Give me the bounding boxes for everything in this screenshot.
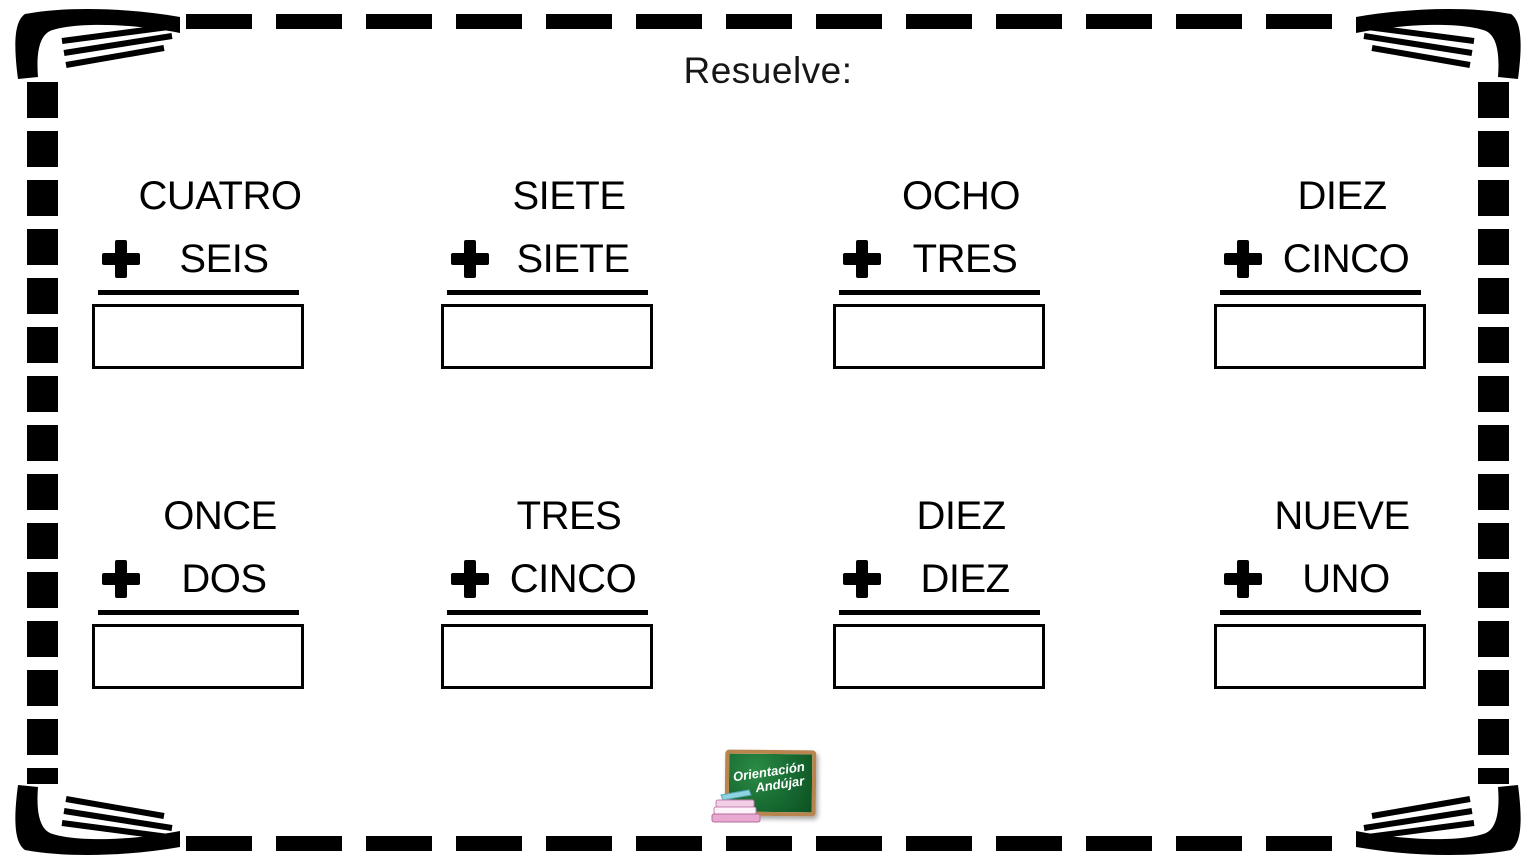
addend2-label: UNO [1302, 556, 1390, 601]
corner-flourish-top-left [15, 8, 180, 79]
sum-line [98, 290, 299, 295]
problem-card: NUEVE UNO [1214, 492, 1430, 689]
answer-box[interactable] [1214, 624, 1426, 689]
border-dashes-bottom [186, 836, 1350, 851]
plus-icon [451, 240, 489, 278]
addend2-label: CINCO [509, 556, 637, 601]
addend1-label: OCHO [902, 174, 1021, 218]
plus-icon [102, 560, 140, 598]
addend1-label: CUATRO [138, 174, 302, 218]
sum-line [839, 290, 1040, 295]
problem-card: TRES CINCO [441, 492, 657, 689]
problem-card: DIEZ DIEZ [833, 492, 1049, 689]
answer-box[interactable] [92, 624, 304, 689]
addend1-label: TRES [516, 494, 622, 538]
addend2-label: TRES [912, 236, 1018, 281]
sum-line [447, 610, 648, 615]
sum-line [1220, 290, 1421, 295]
addend1-label: ONCE [163, 494, 277, 538]
problem-card: OCHO TRES [833, 172, 1049, 369]
addend1-label: SIETE [512, 174, 626, 218]
plus-icon [1224, 240, 1262, 278]
worksheet-title: Resuelve: [683, 50, 853, 91]
answer-box[interactable] [441, 624, 653, 689]
border-dashes-left [27, 82, 58, 784]
addend2-label: DIEZ [920, 556, 1010, 601]
problem-card: SIETE SIETE [441, 172, 657, 369]
corner-flourish-bottom-right [1356, 785, 1521, 856]
logo-chalkboard: Orientación Andújar [711, 749, 817, 823]
answer-box[interactable] [441, 304, 653, 369]
books-icon [711, 789, 761, 823]
corner-flourish-bottom-left [15, 785, 180, 856]
addend2-label: SIETE [516, 236, 630, 281]
problem-card: CUATRO SEIS [92, 172, 308, 369]
addend2-label: CINCO [1282, 236, 1410, 281]
sum-line [447, 290, 648, 295]
corner-flourish-top-right [1356, 8, 1521, 79]
answer-box[interactable] [92, 304, 304, 369]
sum-line [1220, 610, 1421, 615]
addend2-label: DOS [181, 556, 267, 601]
plus-icon [843, 560, 881, 598]
addend1-label: DIEZ [916, 494, 1006, 538]
answer-box[interactable] [833, 624, 1045, 689]
problem-card: ONCE DOS [92, 492, 308, 689]
border-dashes-right [1478, 82, 1509, 784]
addend1-label: NUEVE [1274, 494, 1410, 538]
addend2-label: SEIS [179, 236, 269, 281]
plus-icon [102, 240, 140, 278]
plus-icon [843, 240, 881, 278]
sum-line [98, 610, 299, 615]
border-dashes-top [186, 14, 1350, 29]
plus-icon [1224, 560, 1262, 598]
problem-card: DIEZ CINCO [1214, 172, 1430, 369]
addend1-label: DIEZ [1297, 174, 1387, 218]
answer-box[interactable] [833, 304, 1045, 369]
answer-box[interactable] [1214, 304, 1426, 369]
sum-line [839, 610, 1040, 615]
plus-icon [451, 560, 489, 598]
